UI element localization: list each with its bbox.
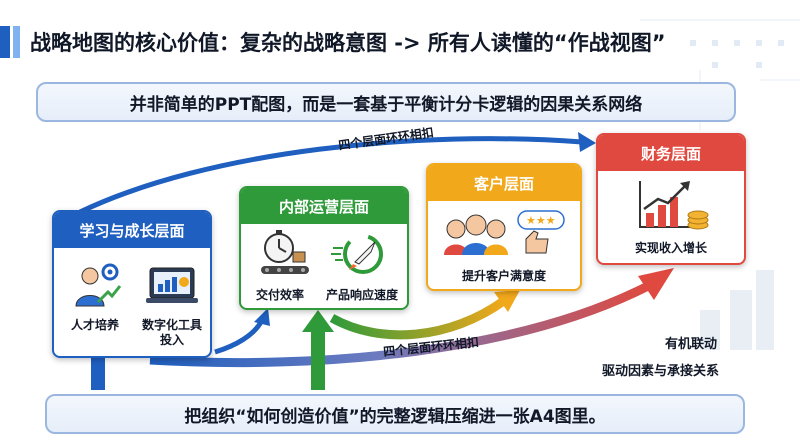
title-bar: 战略地图的核心价值：复杂的战略意图 -> 所有人读懂的“作战视图” bbox=[0, 0, 800, 62]
learning-growth-card: 学习与成长层面 人才培养 数字化工具投入 bbox=[52, 210, 212, 358]
svg-text:★★★: ★★★ bbox=[526, 214, 556, 227]
subtitle-banner: 并非简单的PPT配图，而是一套基于平衡计分卡逻辑的因果关系网络 bbox=[36, 82, 736, 122]
revenue-growth-label: 实现收入增长 bbox=[634, 241, 707, 255]
customer-title: 客户层面 bbox=[428, 165, 580, 201]
title-accent-bar-light bbox=[13, 26, 20, 58]
digital-tools-label: 数字化工具投入 bbox=[141, 318, 202, 347]
drivers-note: 驱动因素与承接关系 bbox=[602, 364, 720, 379]
digital-tools-icon bbox=[146, 264, 200, 314]
linked-note: 有机联动 bbox=[665, 337, 718, 352]
internal-operations-card: 内部运营层面 交付效率 产品响应速度 bbox=[239, 186, 409, 310]
rocket-icon bbox=[331, 232, 391, 282]
talent-icon bbox=[68, 262, 122, 316]
page-title: 战略地图的核心价值：复杂的战略意图 -> 所有人读懂的“作战视图” bbox=[30, 31, 666, 55]
talent-label: 人才培养 bbox=[70, 318, 119, 332]
financial-title: 财务层面 bbox=[598, 135, 744, 171]
happy-customers-icon: ★★★ bbox=[442, 207, 568, 261]
learning-growth-title: 学习与成长层面 bbox=[54, 212, 210, 248]
customer-card: 客户层面 ★★★ 提升客户满意度 bbox=[426, 163, 582, 291]
delivery-efficiency-label: 交付效率 bbox=[255, 288, 304, 302]
product-response-label: 产品响应速度 bbox=[325, 288, 398, 302]
financial-card: 财务层面 实现收入增长 bbox=[596, 133, 746, 265]
stopwatch-conveyor-icon bbox=[255, 230, 315, 282]
internal-operations-title: 内部运营层面 bbox=[241, 188, 407, 224]
footer-banner: 把组织“如何创造价值”的完整逻辑压缩进一张A4图里。 bbox=[45, 394, 745, 434]
title-accent-bar bbox=[0, 26, 10, 58]
revenue-chart-icon bbox=[636, 179, 712, 235]
customer-satisfaction-label: 提升客户满意度 bbox=[461, 269, 546, 283]
